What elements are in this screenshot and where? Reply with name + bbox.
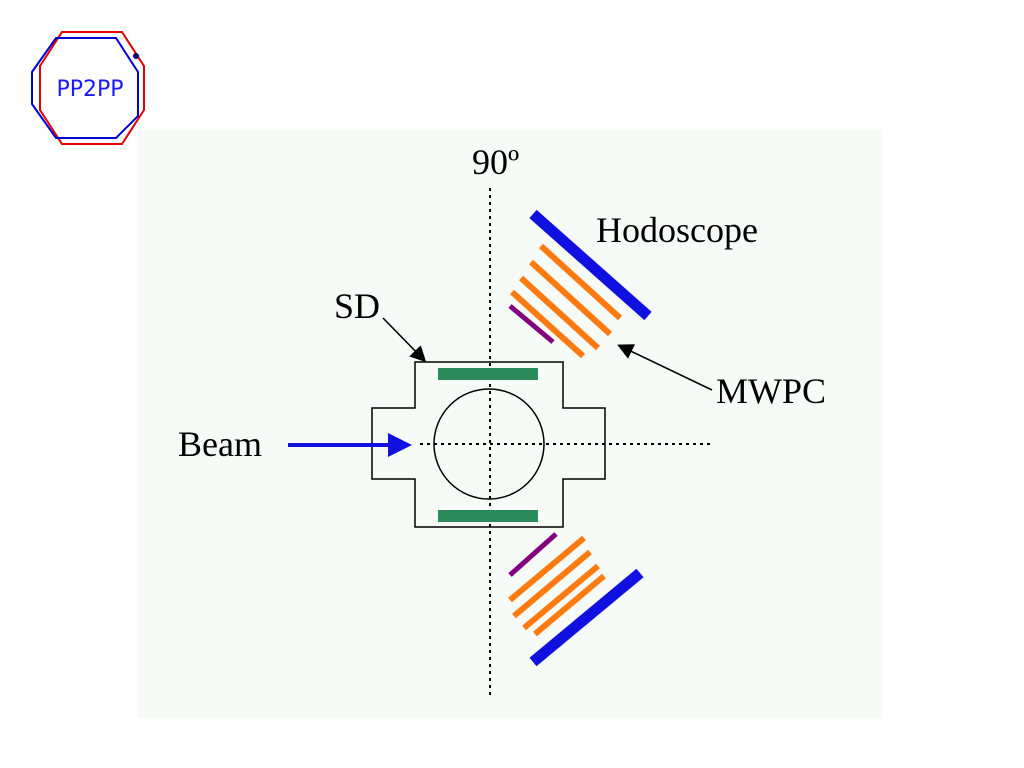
logo-dot	[133, 53, 139, 59]
mwpc-bottom-1	[508, 535, 586, 603]
mwpc-bottom-4	[533, 573, 606, 637]
hodoscope-bottom	[529, 568, 644, 667]
sd-plane-bottom	[438, 510, 538, 522]
hodoscope-top	[529, 209, 652, 321]
logo-red-ring	[39, 31, 145, 145]
mwpc-top-1	[538, 243, 623, 321]
diagram-background	[138, 130, 882, 718]
mwpc-top-3	[518, 275, 601, 351]
sd-pointer-arrow	[382, 317, 427, 363]
mwpc-label: MWPC	[716, 371, 826, 411]
mwpc-top-4	[509, 289, 586, 359]
mwpc-bottom-2	[512, 549, 592, 619]
mwpc-pointer-arrow	[617, 344, 713, 391]
logo-text: PP2PP	[56, 77, 123, 102]
purple-plane-bottom	[508, 532, 558, 577]
angle-label: 90º	[472, 142, 519, 182]
logo-blue-ring	[31, 37, 139, 139]
beam-label: Beam	[178, 424, 262, 464]
pp2pp-logo: PP2PP	[31, 31, 145, 145]
purple-plane-top	[508, 304, 555, 344]
mwpc-bottom-3	[522, 563, 600, 631]
vessel-outline	[371, 361, 606, 528]
sd-plane-top	[438, 368, 538, 380]
sd-label: SD	[334, 286, 380, 326]
hodoscope-label: Hodoscope	[596, 210, 758, 250]
mwpc-top-2	[528, 259, 613, 337]
beam-pipe-circle	[433, 388, 545, 500]
